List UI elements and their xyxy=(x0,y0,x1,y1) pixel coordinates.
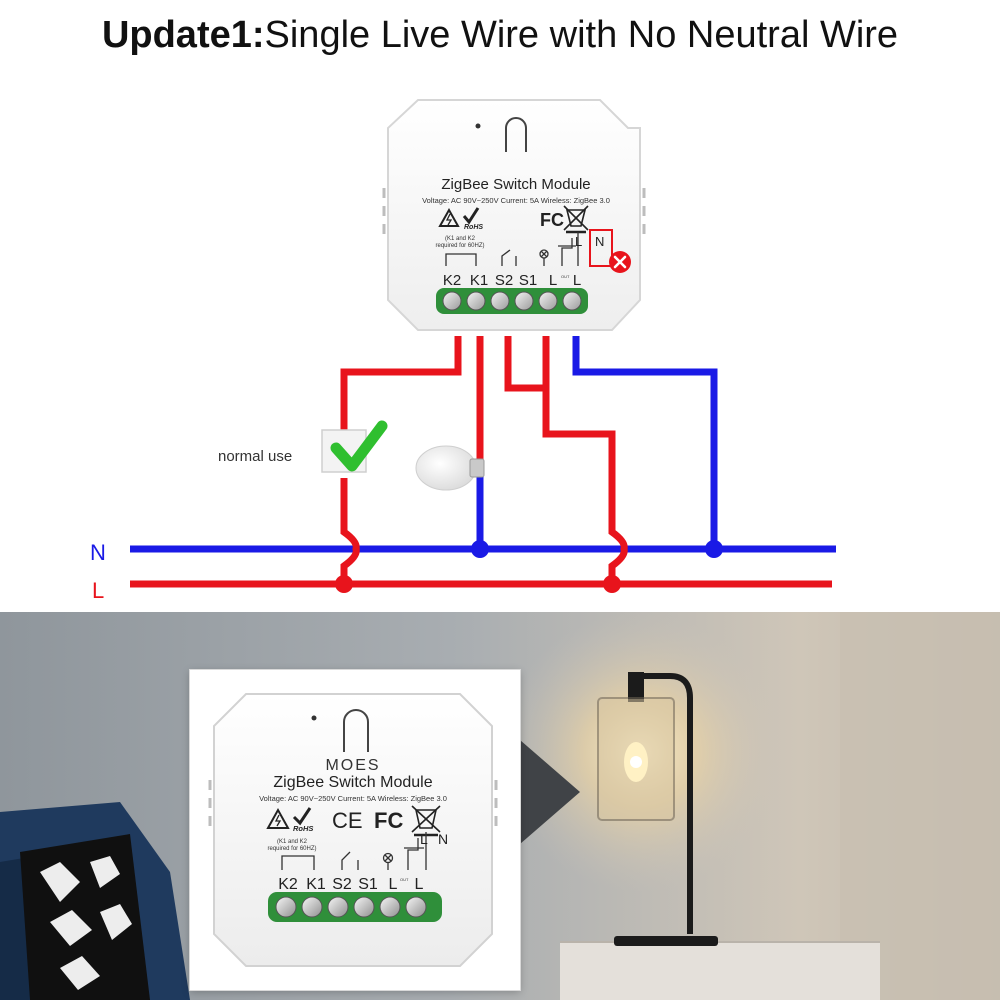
rohs-mark: RoHS xyxy=(292,807,313,833)
terminal-label: K2 xyxy=(278,876,298,893)
l-label-small: L xyxy=(420,831,428,847)
terminal-label: L xyxy=(415,876,424,893)
module-spec: Voltage: AC 90V~250V Current: 5A Wireles… xyxy=(259,794,447,803)
live-label: L xyxy=(92,578,104,603)
terminal-label: K1 xyxy=(470,272,488,289)
wires xyxy=(130,336,836,588)
lamp-icon xyxy=(597,672,718,946)
s1-l-jumper xyxy=(504,336,546,392)
terminal-label: L xyxy=(573,272,581,289)
wall-switch xyxy=(321,420,388,473)
check-icon xyxy=(330,420,388,472)
n-label-small: N xyxy=(595,234,604,249)
junction-dot xyxy=(705,540,723,558)
k1-switch-wire xyxy=(340,336,462,584)
module-photo-frame: MOES ZigBee Switch Module Voltage: AC 90… xyxy=(190,670,520,990)
brand-logo: MOES xyxy=(325,757,380,774)
circuit-symbols xyxy=(281,832,427,870)
note-line-2: required for 60HZ) xyxy=(267,846,316,852)
junctions xyxy=(335,540,723,593)
rohs-mark: RoHS xyxy=(462,207,483,231)
fcc-mark: FC xyxy=(374,808,403,833)
fcc-mark: FC xyxy=(540,210,564,230)
n-label-small: N xyxy=(438,831,448,847)
warning-icon xyxy=(438,207,460,227)
neutral-feed-wire xyxy=(572,336,718,549)
out-label: OUT xyxy=(561,274,570,279)
neutral-label: N xyxy=(90,540,106,565)
page-title: Update1:Single Live Wire with No Neutral… xyxy=(0,14,1000,57)
title-bold: Update1: xyxy=(101,14,265,56)
circuit-symbols xyxy=(445,232,579,266)
live-feed-wire xyxy=(542,336,628,584)
switch-module-photo: MOES ZigBee Switch Module Voltage: AC 90… xyxy=(208,693,498,967)
l-label-small: L xyxy=(575,234,582,249)
terminal-label: S1 xyxy=(358,876,378,893)
module-name: ZigBee Switch Module xyxy=(441,176,590,193)
pointer-arrow xyxy=(520,740,580,844)
terminal-label: K2 xyxy=(443,272,461,289)
ce-mark: CE xyxy=(332,808,363,833)
terminal-label: S1 xyxy=(519,272,537,289)
note-line-1: (K1 and K2 xyxy=(277,839,308,845)
switch-module-top: ZigBee Switch Module Voltage: AC 90V~250… xyxy=(382,99,646,331)
terminal-label: K1 xyxy=(306,876,326,893)
weee-icon xyxy=(411,805,441,837)
nightstand xyxy=(560,942,880,1000)
normal-use-label: normal use xyxy=(218,448,292,465)
pillow xyxy=(20,834,150,1000)
junction-dot xyxy=(603,575,621,593)
terminal-screws xyxy=(275,896,427,918)
terminal-label: S2 xyxy=(495,272,513,289)
bulb-icon xyxy=(415,445,485,491)
cross-icon xyxy=(609,251,631,273)
svg-text:RoHS: RoHS xyxy=(464,224,483,231)
no-neutral-box xyxy=(589,229,613,267)
out-label: OUT xyxy=(400,877,409,882)
module-name: ZigBee Switch Module xyxy=(273,774,432,791)
terminal-label: S2 xyxy=(332,876,352,893)
wiring-diagram: N L normal use ZigBee Switch Module Volt… xyxy=(90,99,836,603)
junction-dot xyxy=(335,575,353,593)
title-rest: Single Live Wire with No Neutral Wire xyxy=(264,14,899,56)
module-spec: Voltage: AC 90V~250V Current: 5A Wireles… xyxy=(422,196,610,205)
note-line-1: (K1 and K2 xyxy=(445,236,476,242)
note-line-2: required for 60HZ) xyxy=(435,243,484,249)
junction-dot xyxy=(471,540,489,558)
terminal-label: L xyxy=(549,272,557,289)
terminal-label: L xyxy=(389,876,398,893)
svg-text:RoHS: RoHS xyxy=(293,824,313,833)
terminal-screws xyxy=(442,291,582,311)
weee-icon xyxy=(563,205,589,234)
warning-icon xyxy=(266,807,290,829)
